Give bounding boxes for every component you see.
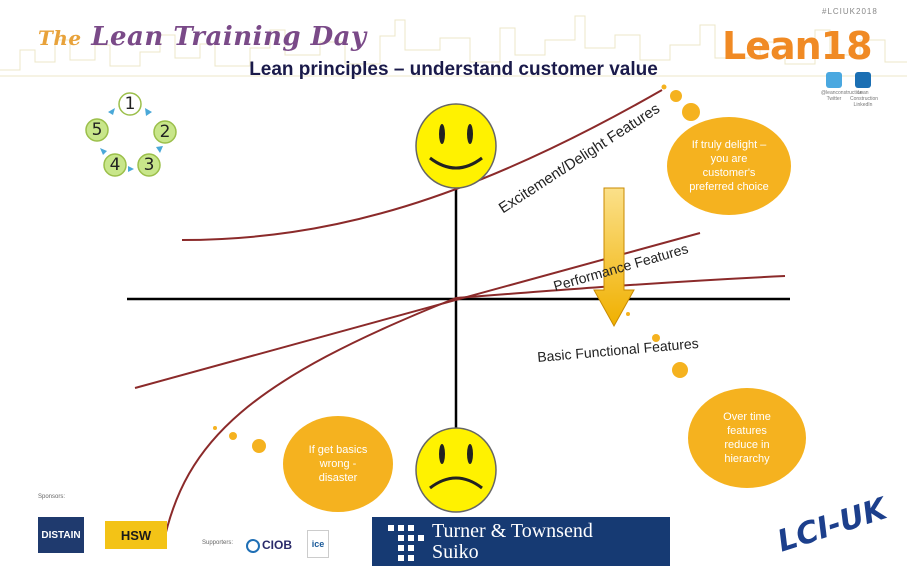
over-time-bubble: Over time features reduce in hierarchy xyxy=(688,388,806,488)
supporter-logo-ciob: CIOB xyxy=(246,538,292,553)
skyline-background xyxy=(0,15,907,77)
bubble-trails xyxy=(213,84,700,453)
cycle-node-1 xyxy=(118,92,142,116)
sponsor-grid-icon xyxy=(388,525,424,561)
delight-bubble: If truly delight – you are customer's pr… xyxy=(667,117,791,215)
cycle-graphic xyxy=(85,92,177,177)
cycle-node-2 xyxy=(153,120,177,144)
excitement-curve xyxy=(181,89,663,241)
basics-bubble: If get basics wrong - disaster xyxy=(283,416,393,512)
cycle-node-5 xyxy=(85,118,109,142)
cycle-node-3 xyxy=(137,153,161,177)
linkedin-icon[interactable] xyxy=(855,72,871,88)
cycle-step-5: 5 xyxy=(91,120,103,140)
cycle-node-4 xyxy=(103,153,127,177)
supporters-label: Supporters: xyxy=(202,540,234,546)
cycle-step-3: 3 xyxy=(143,155,155,175)
event-hashtag: #LCIUK2018 xyxy=(822,7,878,16)
supporter-logo-ice: ice xyxy=(307,530,329,558)
twitter-icon[interactable] xyxy=(826,72,842,88)
basic-curve xyxy=(162,275,786,546)
sad-face-icon xyxy=(415,427,497,513)
sponsors-label: Sponsors: xyxy=(38,494,66,500)
event-brand-logo: The Lean Training Day xyxy=(38,22,367,52)
lean18-logo: Lean18 xyxy=(722,24,873,68)
sponsor-logo-1: DISTAIN xyxy=(38,517,84,553)
cycle-step-1: 1 xyxy=(124,94,136,114)
downward-arrow xyxy=(593,187,635,328)
slide-title: Lean principles – understand customer va… xyxy=(249,59,658,80)
cycle-step-2: 2 xyxy=(159,122,171,142)
sponsor-logo-2: HSW xyxy=(105,521,167,549)
cycle-arrows xyxy=(100,108,163,172)
cycle-step-4: 4 xyxy=(109,155,121,175)
main-sponsor-logo: Turner & Townsend Suiko xyxy=(372,517,670,566)
main-sponsor-name-line1: Turner & Townsend xyxy=(432,520,593,542)
happy-face-icon xyxy=(415,103,497,189)
main-sponsor-name-line2: Suiko xyxy=(432,541,479,563)
